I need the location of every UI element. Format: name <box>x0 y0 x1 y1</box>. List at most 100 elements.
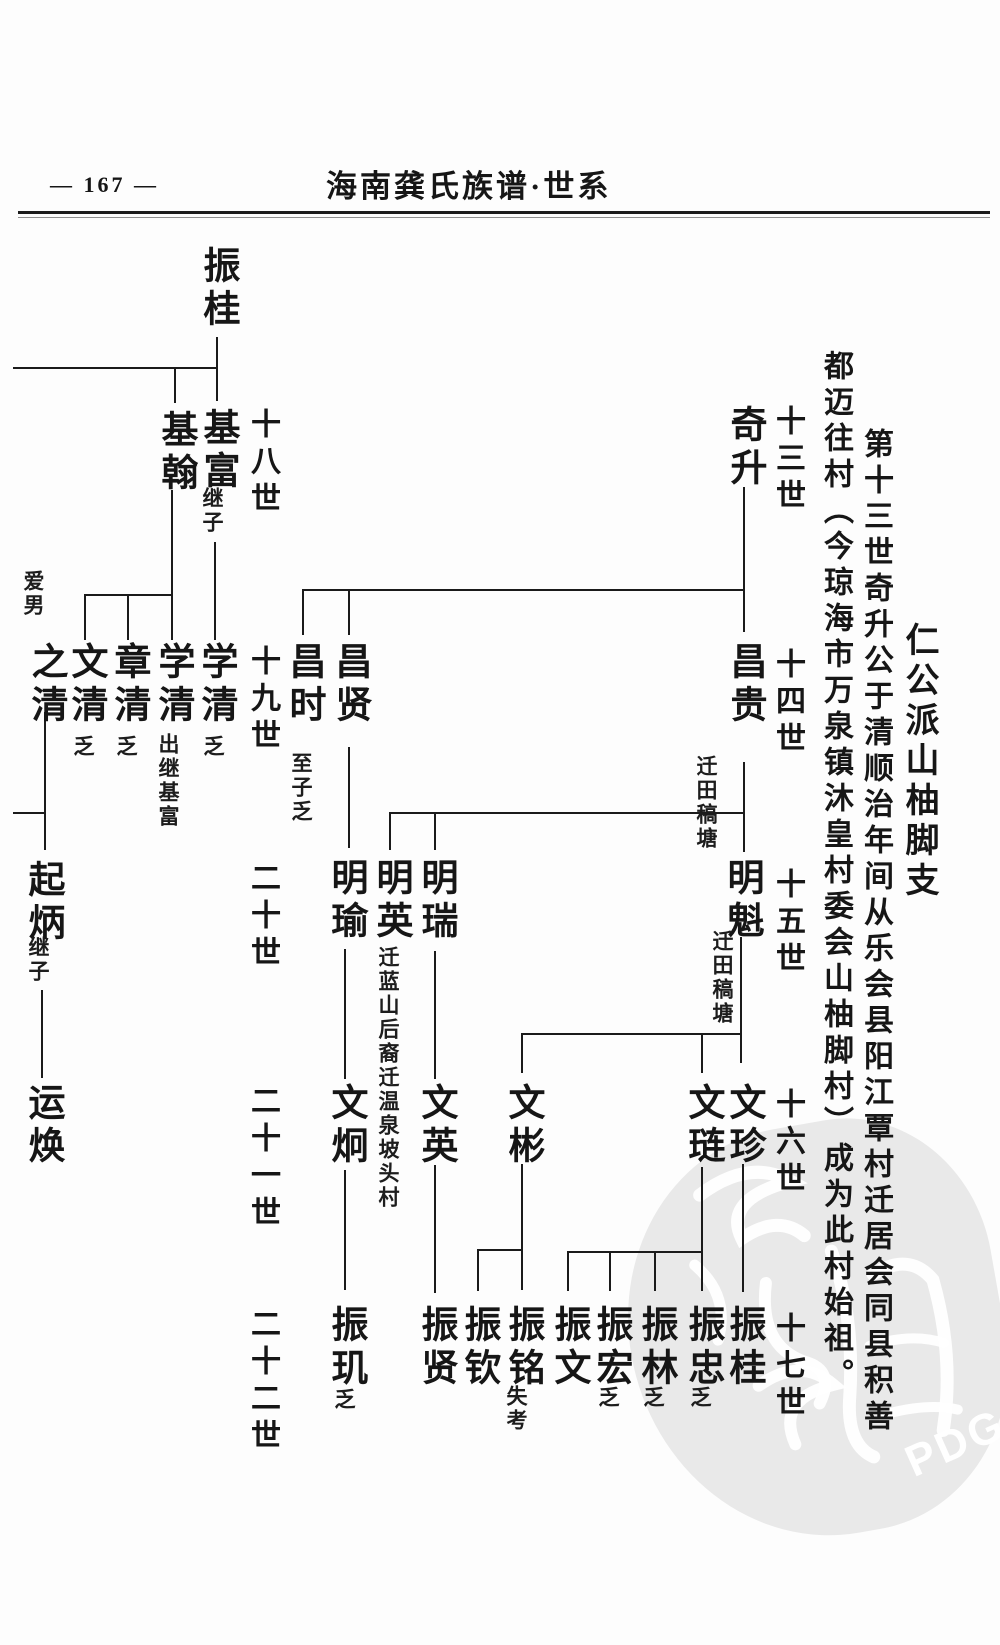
tree-line <box>743 762 745 852</box>
tree-line <box>302 589 304 635</box>
person-name: 振桂 <box>197 246 238 332</box>
person-name: 昌时 <box>283 642 324 728</box>
person-note: 继子 <box>200 487 224 535</box>
person-name: 起炳 <box>22 860 63 946</box>
page-number: — 167 — <box>50 172 159 197</box>
person-name: 基翰 <box>155 410 196 496</box>
header-rule-thin <box>18 217 990 218</box>
generation-label-19: 十九世 <box>246 645 279 756</box>
branch-intro-line1: 第十三世奇升公于清顺治年间从乐会县阳江覃村迁居会同县积善 <box>859 428 892 1436</box>
person-name: 奇升 <box>724 405 765 491</box>
tree-line <box>174 367 176 403</box>
tree-line <box>348 747 350 848</box>
tree-line <box>127 594 129 640</box>
tree-line <box>389 812 391 850</box>
generation-label-22: 二十二世 <box>246 1308 279 1456</box>
person-name: 文清 <box>65 642 106 728</box>
person-name: 振贤 <box>415 1305 456 1391</box>
tree-line <box>521 1164 523 1290</box>
person-name: 学清 <box>195 642 236 728</box>
person-note: 乏 <box>71 735 95 759</box>
tree-line <box>344 1170 346 1290</box>
person-note: 乏 <box>688 1386 712 1410</box>
person-note: 继子 <box>26 936 50 984</box>
tree-line <box>216 337 218 401</box>
person-name: 振忠 <box>682 1305 723 1391</box>
person-note: 出继基富 <box>156 733 180 829</box>
tree-line <box>344 949 346 1079</box>
person-name: 基富 <box>197 408 238 494</box>
person-name: 学清 <box>152 642 193 728</box>
generation-label-20: 二十世 <box>246 862 279 973</box>
person-name: 振钦 <box>458 1305 499 1391</box>
person-note: 乏 <box>641 1386 665 1410</box>
tree-line <box>567 1251 569 1291</box>
person-note: 乏 <box>596 1386 620 1410</box>
tree-line <box>568 1251 703 1253</box>
person-name: 运焕 <box>22 1083 63 1169</box>
person-name: 振宏 <box>590 1305 631 1391</box>
person-name: 振铭 <box>502 1305 543 1391</box>
person-name: 明瑞 <box>415 858 456 944</box>
person-name: 章清 <box>108 642 149 728</box>
person-note: 乏 <box>114 735 138 759</box>
generation-label-13: 十三世 <box>771 405 804 516</box>
tree-line <box>390 812 745 814</box>
branch-heading: 仁公派山柚脚支 <box>900 622 937 902</box>
tree-line <box>654 1251 656 1291</box>
tree-line <box>44 712 46 850</box>
person-note: 失考 <box>504 1385 528 1433</box>
tree-line <box>434 951 436 1079</box>
person-name: 振文 <box>548 1305 589 1391</box>
person-name: 文炯 <box>325 1083 366 1169</box>
person-note: 乏 <box>332 1388 356 1412</box>
header-rule-thick <box>18 211 990 214</box>
person-name: 之清 <box>25 642 66 728</box>
person-note: 乏 <box>201 735 225 759</box>
person-name: 振桂 <box>723 1305 764 1391</box>
person-name: 明瑜 <box>325 858 366 944</box>
tree-line <box>434 812 436 850</box>
person-name: 明魁 <box>721 858 762 944</box>
person-name: 文琏 <box>682 1083 723 1169</box>
generation-label-21: 二十一世 <box>246 1085 279 1233</box>
person-name: 文彬 <box>502 1083 543 1169</box>
person-note: 爱男 <box>21 570 45 618</box>
generation-label-15: 十五世 <box>771 868 804 979</box>
tree-line <box>701 1033 703 1073</box>
tree-line <box>701 1167 703 1291</box>
tree-line <box>41 990 43 1078</box>
tree-line <box>434 1165 436 1293</box>
person-name: 振林 <box>635 1305 676 1391</box>
person-name: 昌贵 <box>724 642 765 728</box>
tree-line <box>740 937 742 1063</box>
tree-line <box>171 594 173 640</box>
tree-line <box>84 594 86 640</box>
person-name: 文珍 <box>723 1083 764 1169</box>
tree-line <box>478 1249 523 1251</box>
page-title: 海南龚氏族谱·世系 <box>326 169 612 204</box>
person-name: 文英 <box>415 1083 456 1169</box>
person-note: 迁田稿塘 <box>710 930 734 1026</box>
tree-line <box>171 490 173 596</box>
generation-label-16: 十六世 <box>771 1088 804 1199</box>
tree-line <box>743 487 745 632</box>
tree-line <box>13 367 217 369</box>
person-name: 振玑 <box>325 1305 366 1391</box>
person-name: 昌贤 <box>329 642 370 728</box>
tree-line <box>85 594 173 596</box>
tree-line <box>214 542 216 640</box>
person-name: 明英 <box>370 858 411 944</box>
tree-line <box>609 1251 611 1291</box>
tree-line <box>521 1033 523 1073</box>
person-note: 至子乏 <box>289 752 313 824</box>
tree-line <box>742 1164 744 1292</box>
tree-line <box>522 1033 742 1035</box>
tree-line <box>477 1249 479 1291</box>
branch-intro-line2: 都迈往村（今琼海市万泉镇沐皇村委会山柚脚村）成为此村始祖。 <box>819 350 852 1394</box>
tree-line <box>348 589 350 635</box>
generation-label-17: 十七世 <box>771 1312 804 1423</box>
tree-line <box>303 589 745 591</box>
generation-label-18: 十八世 <box>246 408 279 519</box>
